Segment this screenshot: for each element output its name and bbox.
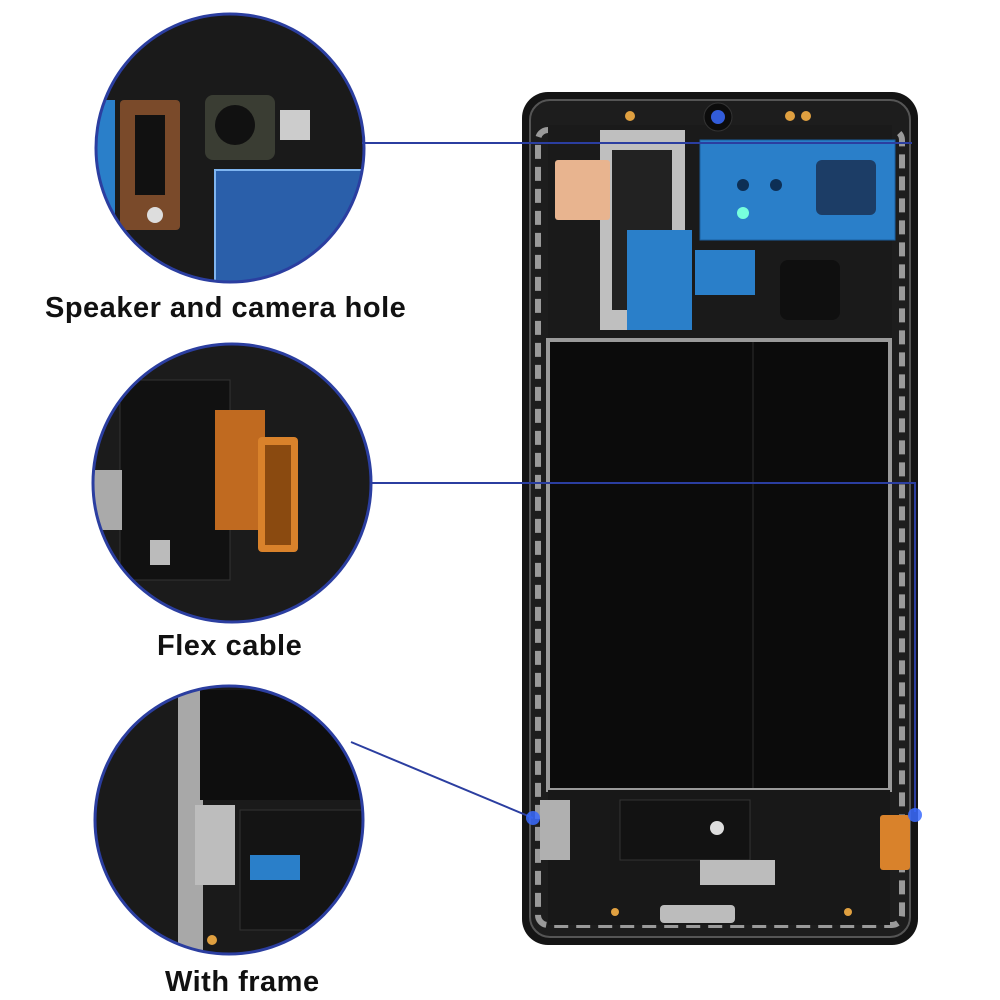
phone-lcd-frame xyxy=(522,92,918,945)
label-speaker-camera-hole: Speaker and camera hole xyxy=(45,292,407,324)
flex-marker-dot xyxy=(908,808,922,822)
label-flex-cable: Flex cable xyxy=(157,630,303,662)
copper-pad xyxy=(555,160,610,220)
camera-marker-dot xyxy=(711,110,725,124)
callout-lines xyxy=(350,142,916,819)
flex-cable xyxy=(880,815,910,870)
label-with-frame: With frame xyxy=(165,966,320,998)
zoom-speaker-camera xyxy=(94,12,366,284)
zoom-flex-cable xyxy=(91,342,373,624)
frame-marker-dot xyxy=(526,811,540,825)
zoom-frame xyxy=(93,684,365,956)
